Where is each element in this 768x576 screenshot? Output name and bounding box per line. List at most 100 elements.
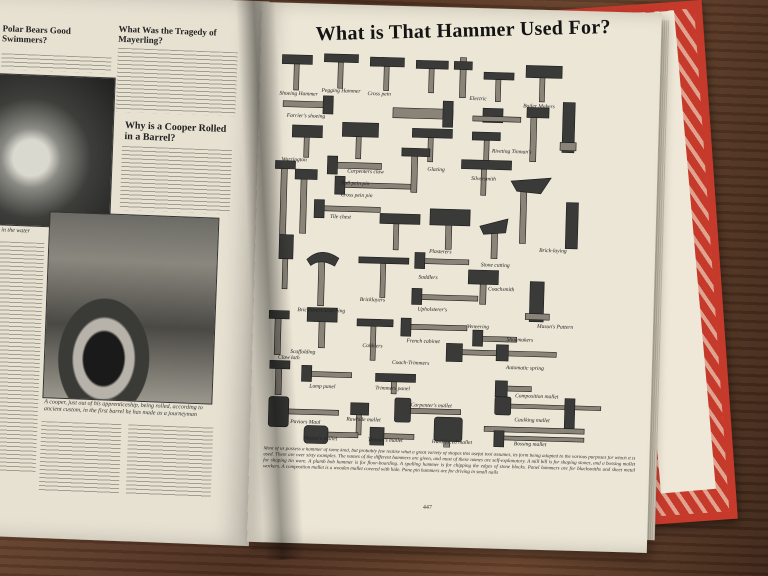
hammer-icon — [306, 251, 340, 307]
tool-label: Bricklayers scutching — [297, 307, 346, 315]
hammer-icon — [525, 65, 563, 103]
heading-cooper: Why is a Cooper Rolled in a Barrel? — [124, 120, 227, 144]
hammer-icon — [453, 57, 473, 99]
hammer-icon — [401, 147, 431, 193]
photo1-caption: g in the water — [0, 227, 31, 235]
tool-label: Coach-Trimmers — [391, 359, 430, 367]
hammer-icon — [472, 107, 522, 124]
hammer-icon — [313, 199, 381, 219]
hammer-icon — [341, 121, 379, 160]
hammer-icon — [494, 380, 532, 398]
tool-label: Cobblers — [362, 342, 383, 350]
polar-bear-photo — [0, 73, 116, 230]
hammer-icon — [510, 177, 552, 244]
tool-label: Electric — [469, 95, 487, 103]
hammer-icon — [291, 124, 323, 158]
hammer-icon — [269, 360, 291, 395]
text-column — [119, 145, 233, 215]
hammer-icon — [324, 53, 359, 89]
tool-label: Carpenter's mallet — [410, 402, 452, 410]
hammer-icon — [559, 102, 577, 154]
left-page: Polar Bears Good Swimmers? What Was the … — [0, 0, 270, 547]
tool-label: Pegging Hammer — [321, 87, 361, 95]
mallet-icon — [303, 425, 359, 445]
tool-label: Mason's Pattern — [536, 323, 574, 331]
hammer-icon — [483, 71, 515, 103]
tool-label: Ball pein pin — [340, 180, 370, 188]
hammer-icon — [526, 107, 550, 163]
hammer-icon — [414, 252, 470, 269]
mallet-icon — [493, 430, 585, 448]
tool-label: Tinman's mallet — [367, 437, 403, 445]
hammer-icon — [278, 234, 294, 290]
mallet-icon — [394, 397, 462, 423]
tool-label: Farrier's shoeing — [286, 112, 326, 120]
tool-label: Veneering — [466, 323, 490, 331]
text-column — [125, 424, 214, 498]
tool-label: French cabinet — [406, 338, 440, 346]
hammer-icon — [306, 307, 338, 349]
tool-label: Silversmith — [471, 175, 496, 183]
mallet-icon — [494, 396, 602, 416]
tool-label: Mason's mallet — [303, 435, 338, 443]
hammer-icon — [369, 56, 405, 91]
hammer-icon — [294, 168, 318, 234]
hammer-icon — [379, 213, 421, 251]
text-column — [38, 421, 122, 495]
hammer-icon — [356, 318, 394, 361]
hammer-icon — [375, 373, 416, 395]
hammer-icon — [429, 208, 471, 250]
tool-label: Glazing — [427, 166, 445, 174]
hammer-icon — [445, 342, 557, 363]
tool-label: Hard-faced mallet — [431, 438, 473, 447]
hammer-icon — [471, 131, 501, 163]
tool-label: Composition mallet — [515, 393, 559, 401]
text-column — [0, 53, 112, 74]
right-page-number: 447 — [422, 504, 433, 511]
hammer-icon — [524, 281, 550, 323]
cooper-barrel-photo — [42, 211, 220, 405]
tool-label: Shoemakers — [506, 336, 534, 344]
tool-label: Cross pein — [367, 90, 392, 98]
hammer-drawings — [267, 53, 602, 448]
hammer-icon — [281, 54, 313, 91]
tool-label: Warrington — [281, 156, 307, 164]
hammer-icon — [400, 317, 468, 337]
page-title: What is That Hammer Used For? — [315, 16, 612, 46]
heading-mayerling: What Was the Tragedy of Mayerling? — [118, 23, 217, 46]
text-column — [0, 241, 45, 473]
tool-label: Carpenters claw — [347, 168, 384, 176]
hammer-icon — [268, 310, 290, 355]
hammer-icon — [392, 100, 454, 128]
hammer-icon — [461, 159, 512, 196]
tool-label: Boiler Makers — [523, 103, 555, 111]
hammer-icon — [326, 155, 382, 175]
tool-label: Tile chest — [329, 213, 352, 221]
hammer-icon — [415, 60, 449, 94]
mallet-icon — [350, 402, 370, 436]
tool-label: Cross pein pin — [340, 192, 373, 200]
tool-label: Caulking mallet — [514, 417, 550, 425]
tool-label: Lump panel — [309, 383, 336, 391]
hammer-icon — [301, 364, 352, 382]
tool-label: Brick-laying — [539, 247, 567, 255]
tool-label: Stone cutting — [480, 262, 510, 270]
hammer-icon — [467, 269, 499, 305]
heading-polar-bears: Polar Bears Good Swimmers? — [1, 23, 72, 45]
tool-label: Upholsterer's — [417, 306, 448, 314]
mallet-icon — [369, 426, 415, 446]
right-page: What is That Hammer Used For? — [246, 2, 662, 553]
hammer-icon — [282, 95, 334, 115]
tool-label: Bricklayers — [359, 296, 386, 304]
mallet-icon — [267, 396, 339, 428]
hammer-icon — [472, 329, 518, 347]
hammer-icon — [358, 256, 410, 298]
tool-label: Saddlers — [418, 274, 438, 282]
mallet-icon — [433, 416, 463, 448]
explanatory-paragraph: Most of us possess a hammer of some kind… — [262, 446, 636, 476]
tool-label: Coachsmith — [487, 286, 515, 294]
tool-label: Shoeing Hammer — [279, 90, 318, 98]
tool-label: Plasterers — [429, 248, 452, 256]
tool-label: Riveting Tinman's — [491, 148, 532, 156]
